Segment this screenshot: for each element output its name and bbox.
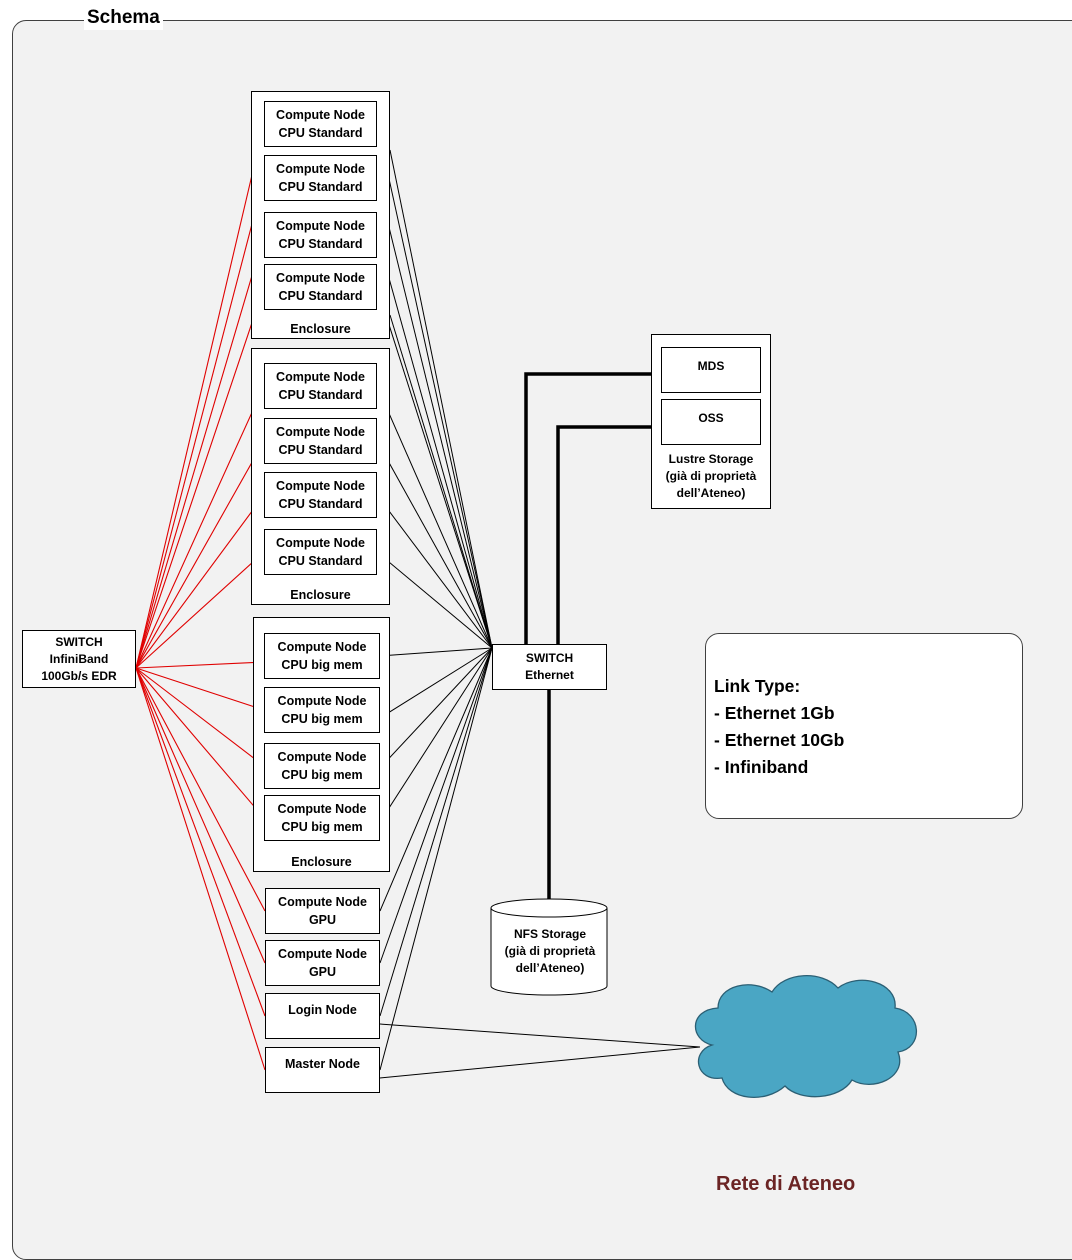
infiniband-link bbox=[135, 551, 265, 669]
infiniband-link bbox=[135, 661, 265, 669]
legend-item-infiniband: - Infiniband bbox=[714, 757, 809, 777]
legend-item-ethernet-1gb: - Ethernet 1Gb bbox=[714, 703, 835, 723]
infiniband-link bbox=[135, 286, 265, 669]
infiniband-link bbox=[135, 667, 266, 912]
link-type-legend: Link Type: - Ethernet 1Gb - Ethernet 10G… bbox=[705, 633, 1023, 819]
infiniband-link bbox=[135, 667, 266, 1017]
nfs-storage-cylinder-top bbox=[490, 898, 608, 918]
ethernet-1gb-link bbox=[376, 234, 493, 649]
ethernet-1gb-link bbox=[389, 314, 493, 649]
diagram-title: Schema bbox=[84, 6, 163, 30]
legend-title: Link Type: bbox=[714, 676, 801, 696]
ethernet-1gb-link bbox=[376, 440, 493, 649]
infiniband-link bbox=[135, 123, 265, 669]
ethernet-1gb-link bbox=[379, 647, 493, 912]
mds-server: MDS bbox=[661, 347, 761, 393]
ethernet-1gb-link bbox=[379, 647, 493, 657]
infiniband-link bbox=[135, 385, 265, 669]
enclosure-label: Enclosure bbox=[290, 588, 351, 602]
legend-item-ethernet-10gb: - Ethernet 10Gb bbox=[714, 730, 845, 750]
ethernet-1gb-link bbox=[379, 1023, 701, 1048]
oss-server: OSS bbox=[661, 399, 761, 445]
ethernet-1gb-link bbox=[379, 647, 493, 769]
ethernet-1gb-link bbox=[376, 551, 493, 649]
ethernet-1gb-link bbox=[376, 286, 493, 649]
master-node: Master Node bbox=[265, 1047, 380, 1093]
login-node: Login Node bbox=[265, 993, 380, 1039]
infiniband-link bbox=[135, 440, 265, 669]
ethernet-1gb-link bbox=[379, 647, 493, 823]
enclosure-label: Enclosure bbox=[290, 322, 351, 336]
ethernet-10gb-link bbox=[524, 372, 661, 644]
infiniband-link bbox=[135, 494, 265, 669]
infiniband-link bbox=[135, 234, 265, 669]
infiniband-link bbox=[135, 667, 265, 767]
enclosure-label: Enclosure bbox=[291, 855, 352, 869]
ethernet-1gb-link bbox=[376, 494, 493, 649]
ethernet-1gb-link bbox=[379, 647, 493, 1071]
ethernet-1gb-link bbox=[376, 177, 493, 649]
ethernet-1gb-link bbox=[376, 123, 493, 649]
ethernet-1gb-link bbox=[379, 1046, 701, 1079]
infiniband-link bbox=[135, 177, 265, 669]
infiniband-link bbox=[135, 667, 266, 964]
ethernet-1gb-link bbox=[379, 647, 493, 719]
nfs-storage-cylinder bbox=[490, 908, 608, 996]
infiniband-link bbox=[135, 667, 265, 711]
infiniband-link bbox=[135, 667, 265, 819]
ethernet-1gb-link bbox=[379, 647, 493, 964]
network-label: Rete di Ateneo bbox=[716, 1173, 856, 1195]
infiniband-link bbox=[135, 667, 266, 1071]
network-cloud-icon bbox=[694, 975, 918, 1098]
ethernet-1gb-link bbox=[376, 385, 493, 649]
ethernet-1gb-link bbox=[389, 149, 493, 649]
ethernet-10gb-link bbox=[556, 425, 661, 644]
ethernet-1gb-link bbox=[379, 647, 493, 1017]
